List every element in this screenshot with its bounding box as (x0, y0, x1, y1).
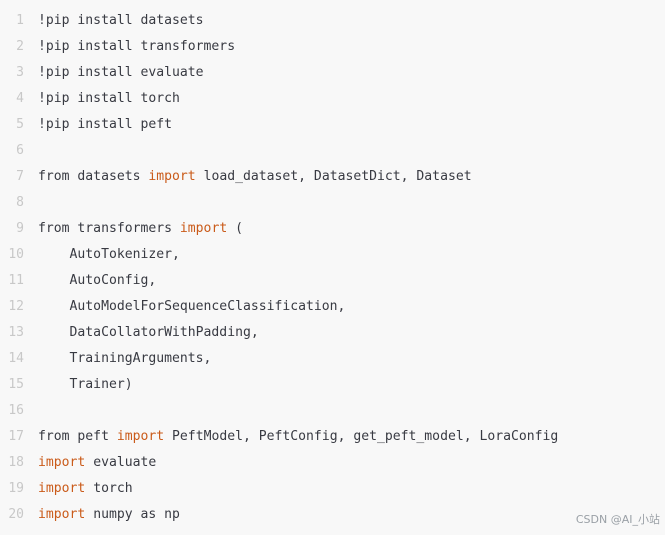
code-line: 20 import numpy as np (0, 502, 665, 528)
code-token: !pip install torch (38, 91, 180, 106)
line-number: 8 (16, 195, 24, 210)
code-token: AutoModelForSequenceClassification, (38, 299, 346, 314)
code-line: 5 !pip install peft (0, 112, 665, 138)
code-token: !pip install peft (38, 117, 173, 132)
line-code: !pip install evaluate (38, 60, 204, 86)
code-token: from peft (38, 429, 117, 444)
code-token: from transformers (38, 221, 180, 236)
code-line: 19 import torch (0, 476, 665, 502)
code-line: 7 from datasets import load_dataset, Data… (0, 164, 665, 190)
code-token: evaluate (85, 455, 157, 470)
line-code: !pip install peft (38, 112, 172, 138)
code-token: !pip install evaluate (38, 65, 204, 80)
line-code: from peft import PeftModel, PeftConfig, … (38, 424, 558, 450)
code-token: load_dataset, DatasetDict, Dataset (195, 169, 472, 184)
line-number: 1 (16, 13, 24, 28)
keyword-token: import (38, 455, 86, 470)
line-code: from datasets import load_dataset, Datas… (38, 164, 472, 190)
line-number: 16 (8, 403, 24, 418)
line-number: 4 (16, 91, 24, 106)
line-code: import numpy as np (38, 502, 180, 528)
line-number: 6 (16, 143, 24, 158)
code-token: torch (85, 481, 133, 496)
code-line: 4 !pip install torch (0, 86, 665, 112)
line-code: !pip install transformers (38, 34, 235, 60)
code-token: Trainer) (38, 377, 133, 392)
line-number: 5 (16, 117, 24, 132)
code-line: 17 from peft import PeftModel, PeftConfig… (0, 424, 665, 450)
line-number: 10 (8, 247, 24, 262)
code-line: 10 AutoTokenizer, (0, 242, 665, 268)
watermark: CSDN @AI_小站 (575, 513, 660, 526)
line-code: AutoTokenizer, (38, 242, 180, 268)
line-code: import evaluate (38, 450, 156, 476)
keyword-token: import (38, 481, 86, 496)
line-number: 18 (8, 455, 24, 470)
line-number: 2 (16, 39, 24, 54)
line-code: from transformers import ( (38, 216, 243, 242)
line-number: 7 (16, 169, 24, 184)
line-code: !pip install torch (38, 86, 180, 112)
code-line: 16 (0, 398, 665, 424)
line-code: Trainer) (38, 372, 133, 398)
code-line: 3 !pip install evaluate (0, 60, 665, 86)
line-number: 14 (8, 351, 24, 366)
code-token: AutoConfig, (38, 273, 157, 288)
line-number: 20 (8, 507, 24, 522)
code-token: from datasets (38, 169, 149, 184)
code-line: 2 !pip install transformers (0, 34, 665, 60)
line-code: AutoModelForSequenceClassification, (38, 294, 346, 320)
code-token: !pip install transformers (38, 39, 236, 54)
code-line: 11 AutoConfig, (0, 268, 665, 294)
line-number: 17 (8, 429, 24, 444)
code-line: 1 !pip install datasets (0, 8, 665, 34)
line-code: import torch (38, 476, 133, 502)
line-number: 12 (8, 299, 24, 314)
line-code: AutoConfig, (38, 268, 157, 294)
code-token: ( (227, 221, 243, 236)
line-code: TrainingArguments, (38, 346, 212, 372)
line-number: 3 (16, 65, 24, 80)
line-number: 19 (8, 481, 24, 496)
keyword-token: import (179, 221, 228, 236)
code-line: 12 AutoModelForSequenceClassification, (0, 294, 665, 320)
keyword-token: import (116, 429, 165, 444)
code-line: 18 import evaluate (0, 450, 665, 476)
code-line: 6 (0, 138, 665, 164)
code-line: 14 TrainingArguments, (0, 346, 665, 372)
code-token: TrainingArguments, (38, 351, 212, 366)
code-token: AutoTokenizer, (38, 247, 180, 262)
keyword-token: import (148, 169, 196, 184)
line-number: 13 (8, 325, 24, 340)
code-token: PeftModel, PeftConfig, get_peft_model, L… (164, 429, 559, 444)
code-line: 13 DataCollatorWithPadding, (0, 320, 665, 346)
line-number: 11 (8, 273, 24, 288)
line-code: !pip install datasets (38, 8, 204, 34)
code-token: !pip install datasets (38, 13, 204, 28)
line-number: 9 (16, 221, 24, 236)
code-token: DataCollatorWithPadding, (38, 325, 259, 340)
keyword-token: import (38, 507, 86, 522)
code-token: numpy as np (85, 507, 180, 522)
code-line: 8 (0, 190, 665, 216)
code-line: 9 from transformers import ( (0, 216, 665, 242)
line-code: DataCollatorWithPadding, (38, 320, 259, 346)
code-line: 15 Trainer) (0, 372, 665, 398)
code-block: 1 !pip install datasets 2 !pip install tran… (0, 8, 665, 528)
line-number: 15 (8, 377, 24, 392)
